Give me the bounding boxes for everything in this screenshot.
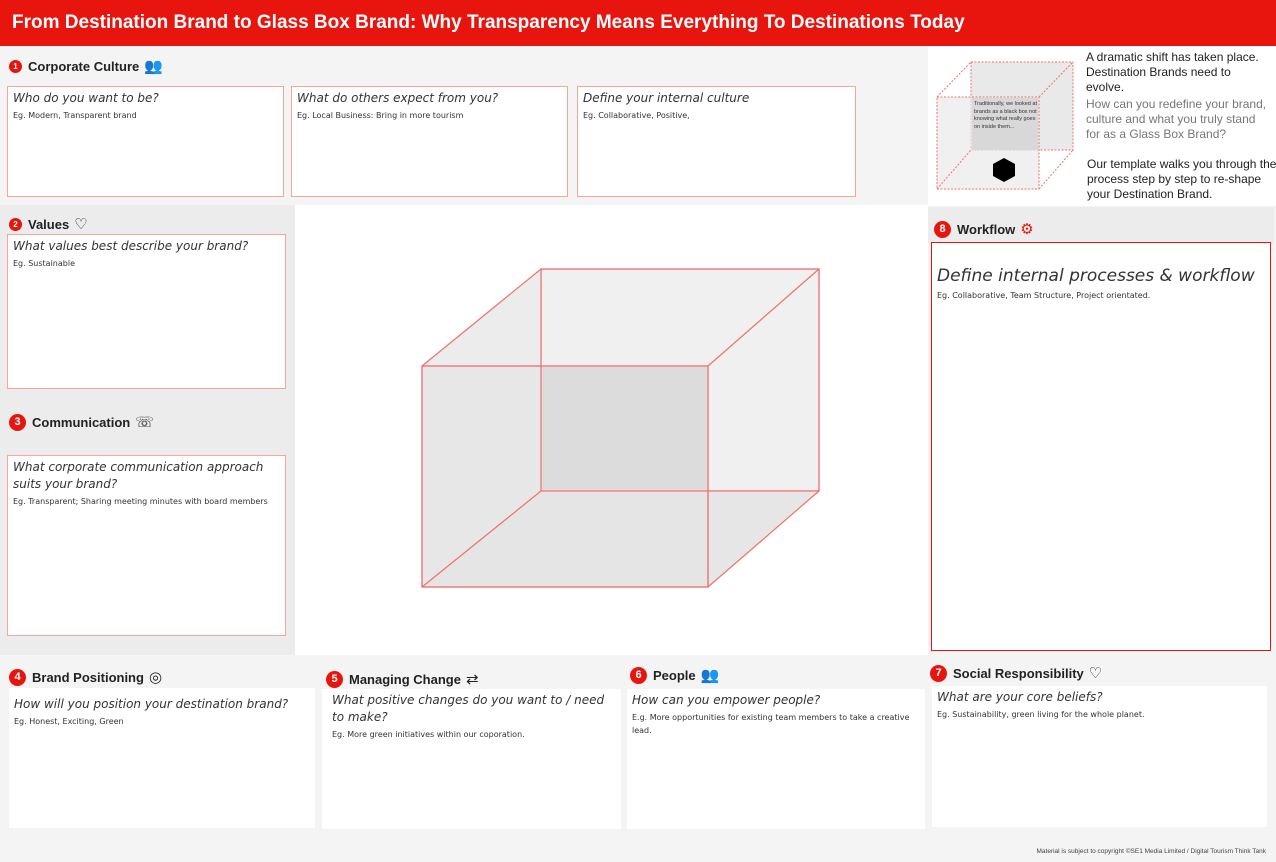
workflow-icon: ⚙ (1020, 221, 1034, 238)
example: Eg. Transparent; Sharing meeting minutes… (13, 497, 268, 506)
example: Eg. Sustainable (13, 259, 75, 268)
step-number: 6 (630, 666, 647, 684)
copyright-notice: Material is subject to copyright ©SE1 Me… (1036, 848, 1267, 855)
intro-text-3: Our template walks you through the proce… (1087, 157, 1276, 201)
question: Define your internal culture (583, 91, 750, 105)
question: What corporate communication approach su… (13, 460, 264, 491)
section-label: Brand Positioning (32, 669, 144, 685)
intro-text-1: A dramatic shift has taken place. Destin… (1086, 50, 1259, 94)
section-label: Social Responsibility (953, 665, 1084, 681)
question: What values best describe your brand? (13, 239, 249, 253)
section-label: Communication (32, 414, 131, 430)
people-icon: 👥 (700, 667, 720, 684)
communication-icon: ☏ (135, 414, 154, 431)
small-glass-cube-icon (936, 61, 1074, 190)
cube-note: Traditionally, we looked at brands as a … (974, 101, 1037, 130)
positioning-box[interactable]: How will you position your destination b… (9, 688, 315, 828)
step-number: 4 (9, 668, 26, 686)
culture-box-3[interactable]: Define your internal culture Eg. Collabo… (577, 86, 856, 197)
badge-icon: ◎ (148, 669, 163, 686)
step-number: 3 (9, 413, 26, 431)
section-corporate-culture: 1 Corporate Culture 👥 (9, 57, 163, 75)
section-label: Corporate Culture (28, 58, 140, 74)
section-label: People (653, 667, 696, 683)
question: What positive changes do you want to / n… (332, 693, 605, 724)
example: Eg. Honest, Exciting, Green (14, 717, 124, 726)
section-values: 2 Values ♡ (9, 215, 88, 233)
people-group-icon: 👥 (144, 58, 163, 75)
values-box[interactable]: What values best describe your brand? Eg… (7, 234, 286, 389)
step-number: 5 (326, 670, 343, 688)
glass-box-cube (421, 268, 820, 588)
section-communication: 3 Communication ☏ (9, 413, 154, 431)
section-label: Values (28, 216, 70, 232)
section-brand-positioning: 4 Brand Positioning ◎ (9, 668, 162, 686)
section-managing-change: 5 Managing Change ⇄ (326, 670, 479, 688)
section-workflow: 8 Workflow ⚙ (934, 220, 1034, 238)
people-box[interactable]: How can you empower people? E.g. More op… (627, 689, 925, 829)
example: Eg. Sustainability, green living for the… (937, 710, 1145, 719)
step-number: 8 (934, 220, 951, 238)
heart-icon: ♡ (74, 216, 88, 233)
workflow-box[interactable]: Define internal processes & workflow Eg.… (931, 242, 1271, 651)
social-box[interactable]: What are your core beliefs? Eg. Sustaina… (932, 686, 1267, 827)
example: Eg. More green initiatives within our co… (332, 730, 525, 739)
intro-text-2: How can you redefine your brand, culture… (1086, 97, 1267, 141)
step-number: 7 (930, 664, 947, 682)
culture-box-1[interactable]: Who do you want to be? Eg. Modern, Trans… (7, 86, 284, 197)
heart-hands-icon: ♡ (1088, 665, 1103, 682)
exchange-arrows-icon: ⇄ (465, 671, 479, 688)
section-social-responsibility: 7 Social Responsibility ♡ (930, 664, 1102, 682)
question: How will you position your destination b… (14, 697, 289, 711)
step-number: 2 (9, 217, 22, 231)
culture-box-2[interactable]: What do others expect from you? Eg. Loca… (291, 86, 568, 197)
example: Eg. Modern, Transparent brand (13, 111, 137, 120)
example: Eg. Collaborative, Positive, (583, 111, 690, 120)
step-number: 1 (9, 59, 22, 73)
question: What do others expect from you? (297, 91, 499, 105)
section-people: 6 People 👥 (630, 666, 719, 684)
change-box[interactable]: What positive changes do you want to / n… (322, 689, 621, 829)
question: What are your core beliefs? (937, 690, 1103, 704)
section-label: Workflow (957, 221, 1016, 237)
section-label: Managing Change (349, 671, 461, 687)
example: E.g. More opportunities for existing tea… (632, 713, 910, 735)
example: Eg. Local Business: Bring in more touris… (297, 111, 464, 120)
example: Eg. Collaborative, Team Structure, Proje… (937, 291, 1151, 300)
question: How can you empower people? (632, 693, 821, 707)
communication-box[interactable]: What corporate communication approach su… (7, 455, 286, 636)
page-title: From Destination Brand to Glass Box Bran… (0, 0, 1276, 46)
question: Define internal processes & workflow (937, 266, 1255, 286)
question: Who do you want to be? (13, 91, 159, 105)
workflow-header-bg (928, 207, 1274, 243)
